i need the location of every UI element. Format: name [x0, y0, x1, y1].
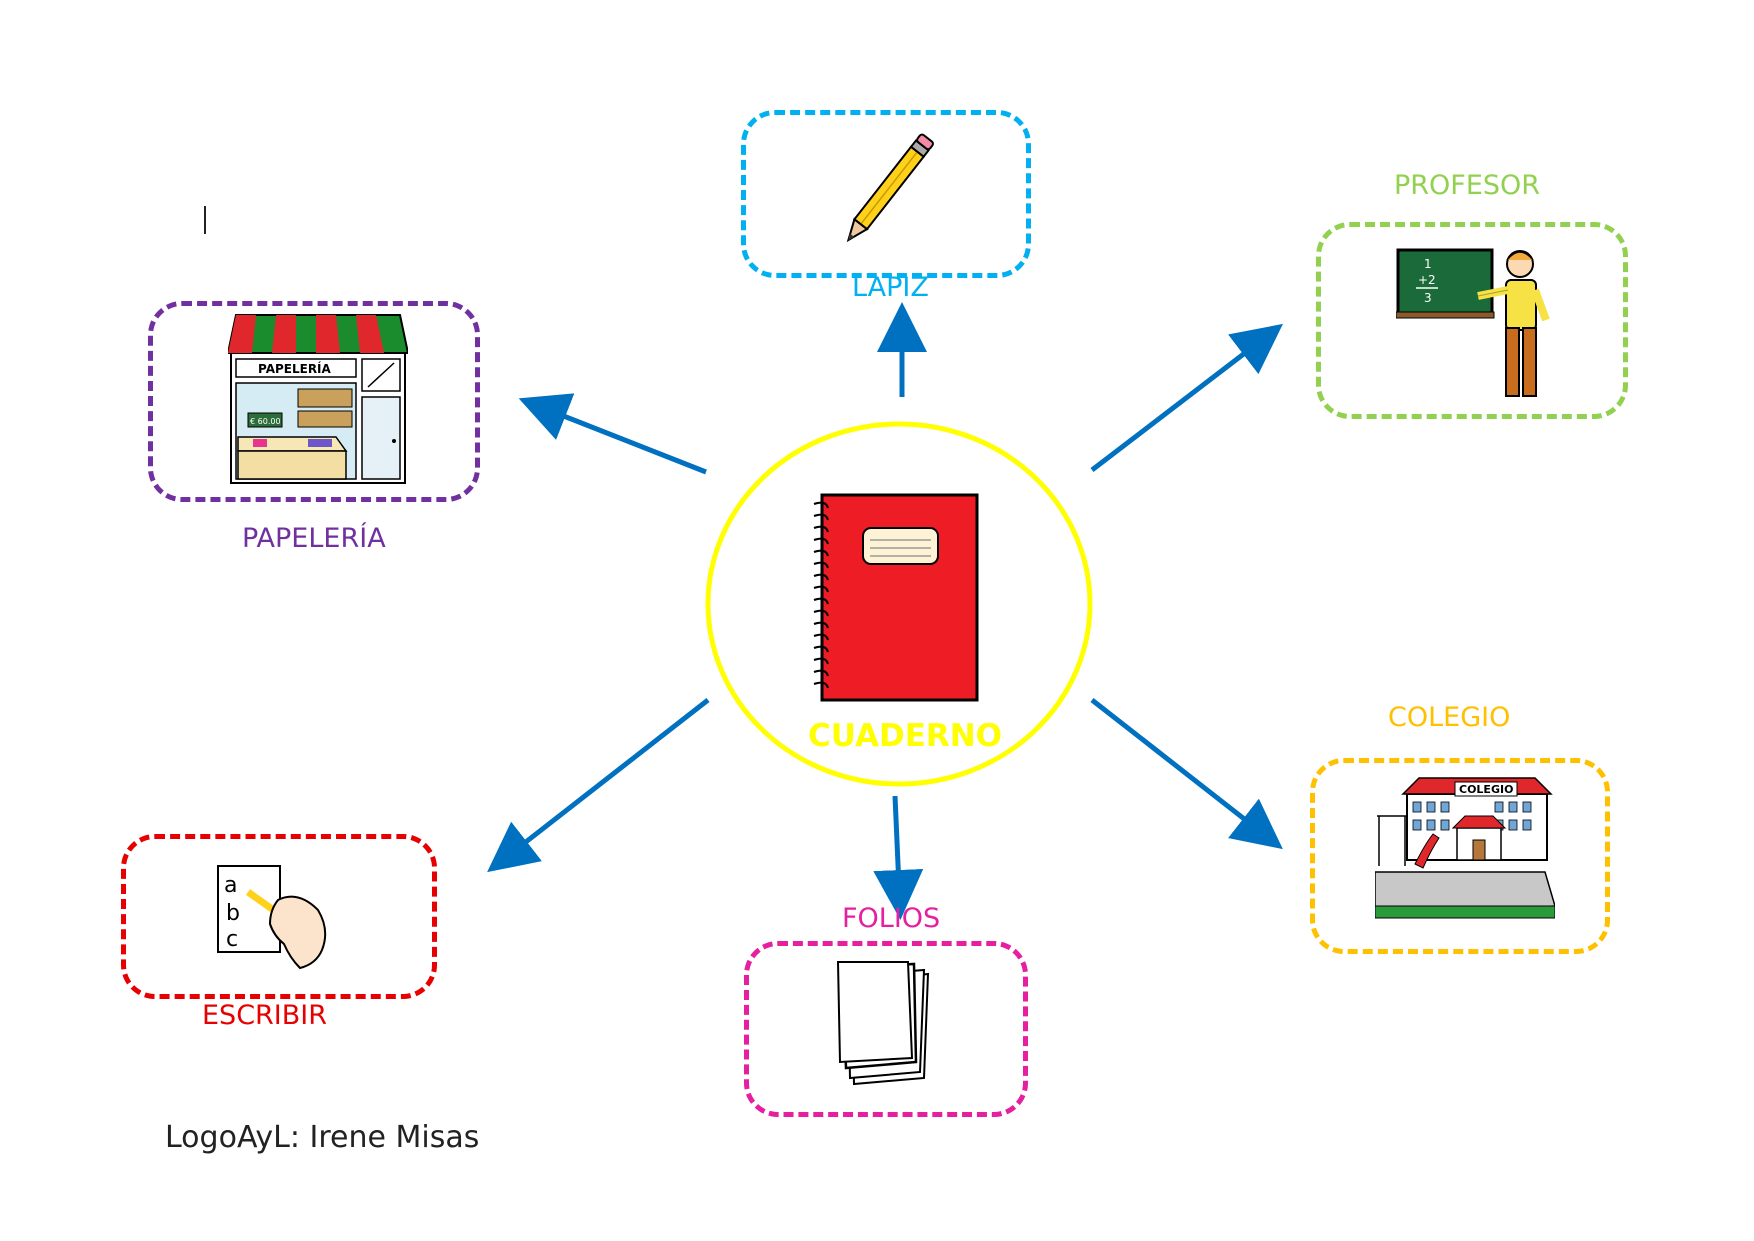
teacher-icon: 1 +2 3 — [1396, 248, 1550, 397]
node-box-papeleria — [148, 301, 480, 502]
svg-text:1: 1 — [1424, 257, 1432, 271]
node-label-lapiz: LAPIZ — [852, 272, 929, 303]
node-label-profesor: PROFESOR — [1394, 170, 1541, 201]
arrow-to-folios — [873, 795, 924, 920]
node-label-folios: FOLIOS — [842, 903, 941, 934]
svg-text:€ 60.00: € 60.00 — [250, 417, 281, 426]
node-box-lapiz — [741, 110, 1031, 278]
svg-text:PAPELERÍA: PAPELERÍA — [258, 361, 332, 376]
arrow-to-escribir — [487, 698, 710, 873]
svg-text:3: 3 — [1424, 291, 1432, 305]
svg-text:+2: +2 — [1418, 273, 1436, 287]
svg-text:c: c — [226, 927, 238, 952]
arrow-to-colegio — [1090, 698, 1283, 850]
svg-text:b: b — [226, 901, 240, 926]
svg-text:COLEGIO: COLEGIO — [1459, 783, 1513, 796]
node-box-folios — [744, 941, 1028, 1117]
center-label: CUADERNO — [808, 718, 1003, 754]
node-box-profesor — [1316, 222, 1628, 419]
arrow-to-papeleria — [518, 393, 707, 475]
node-box-colegio — [1310, 758, 1610, 954]
writing-hand-icon: a b c — [217, 865, 327, 970]
school-icon: COLEGIO — [1375, 777, 1555, 919]
notebook-icon — [813, 493, 979, 702]
arrow-to-profesor — [1090, 323, 1283, 472]
text-cursor-mark — [204, 206, 206, 234]
node-label-colegio: COLEGIO — [1388, 702, 1511, 733]
center-circle — [705, 421, 1093, 787]
node-box-escribir — [121, 834, 437, 999]
stationery-shop-icon: PAPELERÍA € 60.00 — [228, 314, 408, 484]
svg-text:a: a — [224, 873, 237, 898]
pencil-icon — [846, 133, 934, 243]
node-label-papeleria: PAPELERÍA — [242, 523, 386, 554]
paper-sheets-icon — [836, 961, 930, 1086]
node-label-escribir: ESCRIBIR — [202, 1000, 328, 1031]
footer-credit: LogoAyL: Irene Misas — [165, 1120, 480, 1155]
